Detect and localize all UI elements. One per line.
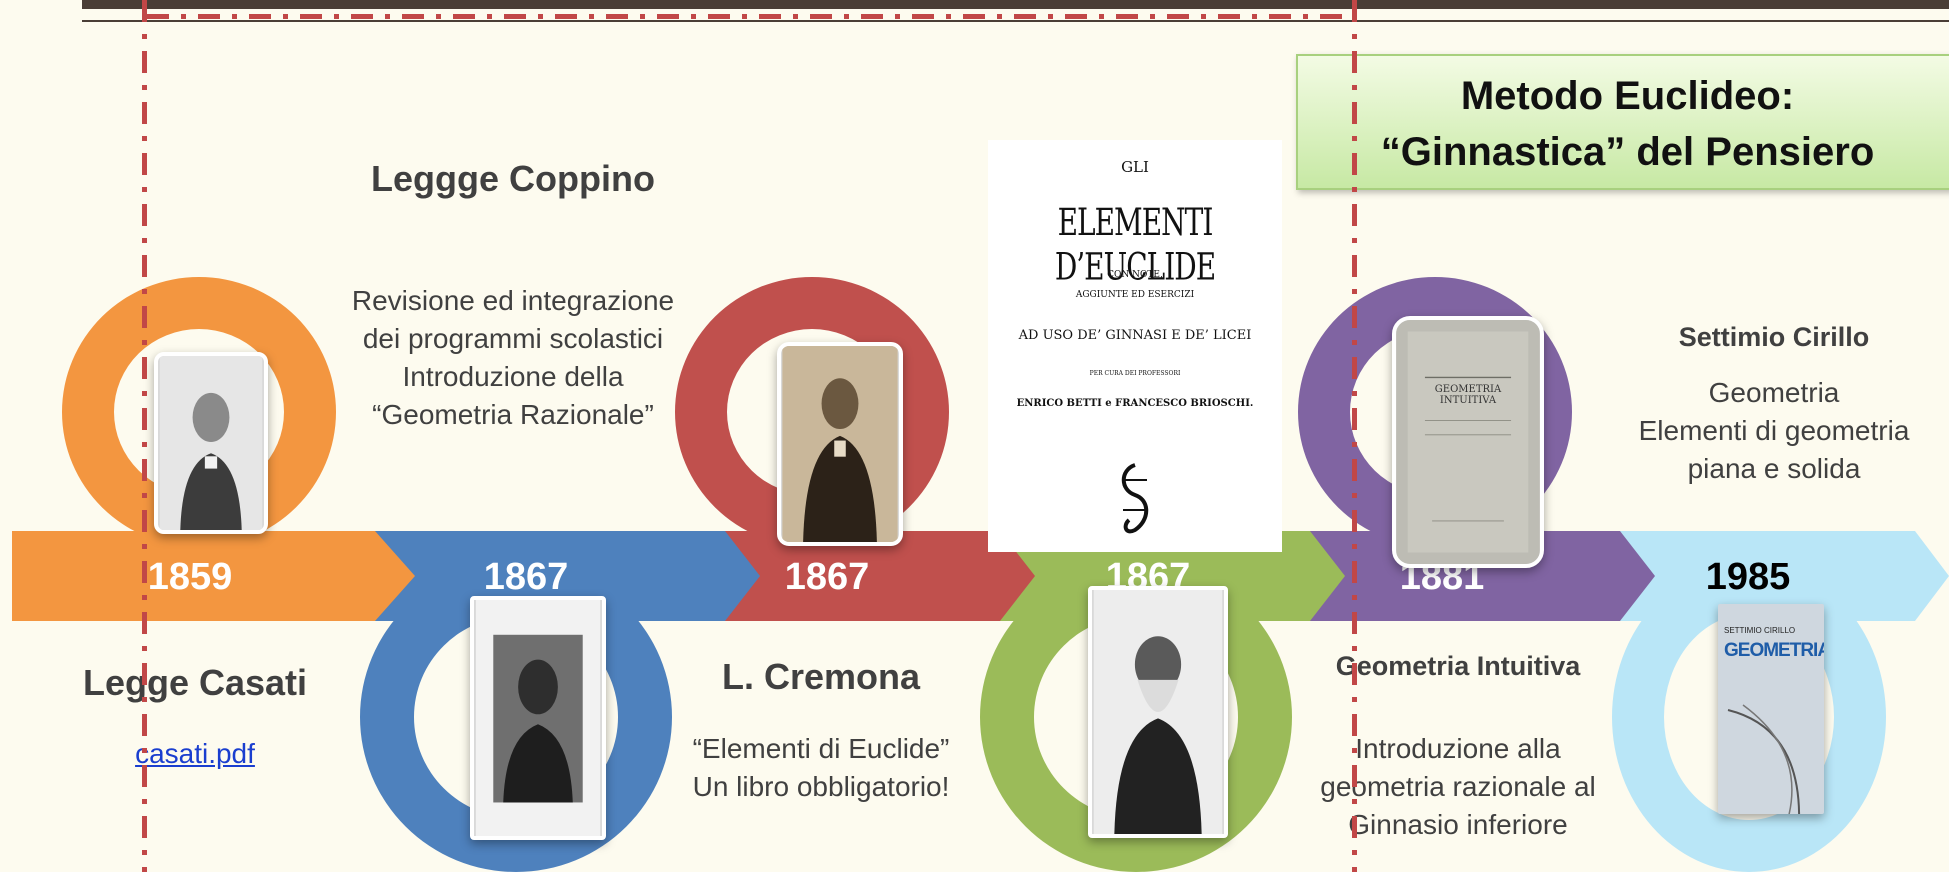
portrait-coppino: [470, 596, 606, 840]
body-geometria-intuitiva-line: Introduzione alla: [1355, 733, 1561, 764]
callout-metodo-euclideo: Metodo Euclideo: “Ginnastica” del Pensie…: [1296, 54, 1949, 190]
book-page-sub2: AGGIUNTE ED ESERCIZI: [1075, 290, 1195, 300]
callout-line-1: Metodo Euclideo:: [1460, 74, 1795, 118]
title-l-cremona: L. Cremona: [721, 656, 921, 697]
portrait-cremona: [777, 342, 903, 546]
body-legge-coppino-line: “Geometria Razionale”: [372, 399, 654, 430]
title-legge-casati: Legge Casati: [82, 662, 308, 703]
book-page-sub1: CON NOTE,: [1107, 270, 1163, 280]
book-page-title: ELEMENTI D’EUCLIDE: [1054, 200, 1216, 290]
top-border-bar: [82, 0, 1949, 9]
body-geometria-intuitiva-line: Ginnasio inferiore: [1348, 809, 1568, 840]
body-geometria-intuitiva: Introduzione alla geometria razionale al…: [1298, 730, 1618, 844]
horizontal-dashed-guide: [147, 14, 1347, 19]
portrait-cremona-image: [782, 346, 898, 542]
book-page-elementi-euclide: GLI ELEMENTI D’EUCLIDE CON NOTE, AGGIUNT…: [988, 140, 1282, 552]
book-page-purpose: AD USO DE’ GINNASI E DE’ LICEI: [1018, 328, 1252, 343]
book-cover-1985-title: GEOMETRIA: [1724, 640, 1824, 661]
body-settimio-cirillo-line: Elementi di geometria: [1638, 415, 1910, 446]
title-settimio-cirillo: Settimio Cirillo: [1678, 322, 1870, 352]
callout-line-2: “Ginnastica” del Pensiero: [1380, 130, 1875, 174]
book-page-editors-pre: PER CURA DEI PROFESSORI: [1089, 370, 1181, 377]
year-label-1867-blue: 1867: [483, 556, 569, 598]
portrait-betti-image: [1093, 590, 1223, 834]
portrait-casati-image: [159, 356, 263, 530]
book-cover-geometria-intuitiva: GEOMETRIA INTUITIVA: [1392, 316, 1544, 568]
body-legge-coppino-line: Revisione ed integrazione: [351, 285, 675, 316]
body-legge-coppino-line: dei programmi scolastici: [362, 323, 664, 354]
body-l-cremona-line: Un libro obbligatorio!: [692, 771, 950, 802]
book-page-monogram-icon: [1121, 463, 1149, 534]
portrait-casati: [154, 352, 268, 534]
body-settimio-cirillo: Geometria Elementi di geometria piana e …: [1604, 374, 1944, 488]
title-geometria-intuitiva: Geometria Intuitiva: [1335, 651, 1581, 681]
timeline-arrow-band: [12, 531, 1949, 621]
title-legge-coppino: Leggge Coppino: [371, 158, 655, 199]
body-legge-coppino-line: Introduzione della: [402, 361, 624, 392]
year-label-1985: 1985: [1705, 556, 1791, 598]
portrait-betti: [1088, 586, 1228, 838]
body-settimio-cirillo-line: Geometria: [1708, 377, 1840, 408]
body-l-cremona-line: “Elementi di Euclide”: [692, 733, 950, 764]
book-cover-geometria-1985: SETTIMIO CIRILLO GEOMETRIA: [1718, 604, 1824, 814]
body-geometria-intuitiva-line: geometria razionale al: [1320, 771, 1596, 802]
book-page-gli: GLI: [1121, 158, 1149, 176]
vertical-dashed-guide-left: [142, 0, 147, 872]
book-page-editors: ENRICO BETTI e FRANCESCO BRIOSCHI.: [1016, 398, 1254, 409]
body-legge-coppino: Revisione ed integrazione dei programmi …: [313, 282, 713, 434]
book-cover-geometria-intuitiva-title: GEOMETRIA INTUITIVA: [1434, 384, 1502, 406]
book-cover-geometria-intuitiva-image: [1396, 320, 1540, 564]
vertical-dashed-guide-right: [1352, 0, 1357, 872]
top-border-line: [82, 20, 1949, 22]
body-l-cremona: “Elementi di Euclide” Un libro obbligato…: [636, 730, 1006, 806]
year-label-1859: 1859: [147, 556, 233, 598]
book-cover-1985-arcs: [1727, 704, 1801, 814]
book-cover-1985-author: SETTIMIO CIRILLO: [1724, 626, 1796, 635]
portrait-coppino-image: [475, 600, 601, 836]
year-label-1867-red: 1867: [784, 556, 870, 598]
link-casati-pdf[interactable]: casati.pdf: [135, 738, 255, 769]
body-settimio-cirillo-line: piana e solida: [1687, 453, 1861, 484]
